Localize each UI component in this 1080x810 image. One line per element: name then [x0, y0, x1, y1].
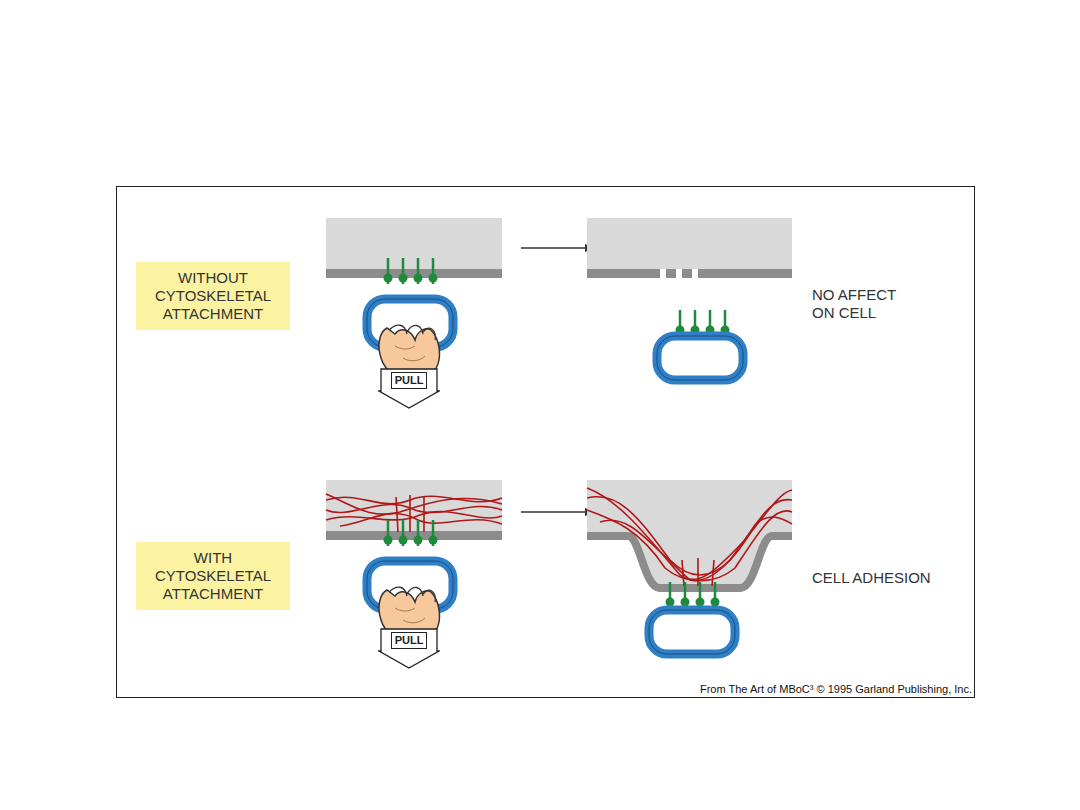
credit-note: From The Art of MBoC³ © 1995 Garland Pub…	[700, 683, 972, 696]
frame	[117, 187, 975, 698]
pull-arrow: PULL	[378, 628, 440, 669]
tag-text: WITH CYTOSKELETAL ATTACHMENT	[146, 549, 280, 603]
caption-tag: WITH CYTOSKELETAL ATTACHMENT	[136, 542, 290, 610]
cell-membrane	[326, 218, 502, 278]
result-label: CELL ADHESION	[812, 569, 972, 587]
tag-text: WITHOUT CYTOSKELETAL ATTACHMENT	[146, 269, 280, 323]
actin-filaments	[326, 494, 502, 532]
pull-arrow: PULL	[378, 368, 440, 409]
caption-tag: WITHOUT CYTOSKELETAL ATTACHMENT	[136, 262, 290, 330]
pull-text: PULL	[391, 632, 428, 649]
result-label: NO AFFECT ON CELL	[812, 286, 922, 322]
pull-text: PULL	[391, 372, 428, 389]
